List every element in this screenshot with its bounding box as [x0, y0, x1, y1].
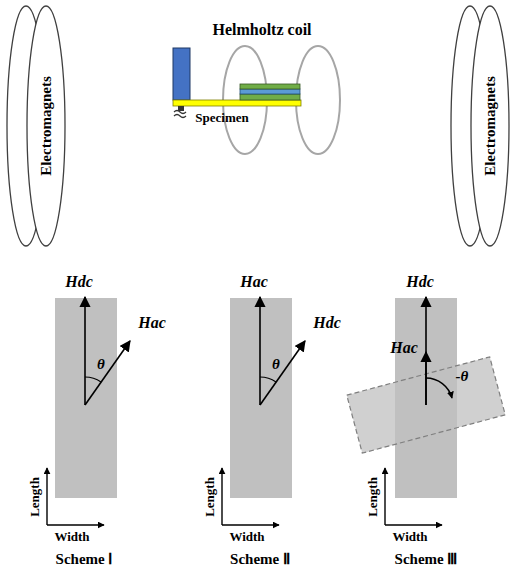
axis-label: Width: [392, 530, 427, 544]
scheme-label: Scheme Ⅰ: [56, 551, 113, 568]
axis-label: Length: [203, 477, 217, 517]
axis-label: Length: [28, 477, 42, 517]
electromagnet-disc: Electromagnets: [448, 4, 514, 248]
field-label: Hac: [390, 339, 418, 357]
scheme-label: Scheme Ⅱ: [230, 551, 290, 568]
scheme-label: Scheme Ⅲ: [395, 551, 458, 568]
disc-outline: [448, 4, 514, 248]
angle-symbol: -θ: [456, 368, 469, 385]
scheme-two: [222, 297, 305, 525]
field-label: Hac: [138, 314, 166, 332]
magnet-label: Electromagnets: [38, 76, 55, 176]
field-label: Hdc: [406, 273, 434, 291]
angle-symbol: θ: [272, 356, 280, 373]
specimen-label: Specimen: [195, 111, 248, 125]
axis-label: Width: [54, 530, 89, 544]
electromagnet-disc: Electromagnets: [4, 4, 70, 248]
scheme-three: [347, 297, 505, 525]
magnet-label: Electromagnets: [482, 76, 499, 176]
device-name: Helmholtz coil: [212, 21, 311, 39]
axis-label: Width: [229, 530, 264, 544]
disc-outline: [4, 4, 70, 248]
angle-symbol: θ: [97, 356, 105, 373]
field-label: Hac: [240, 273, 268, 291]
specimen-holder: [173, 48, 301, 118]
field-label: Hdc: [313, 314, 341, 332]
scheme-one: [47, 297, 130, 525]
field-label: Hdc: [65, 273, 93, 291]
helmholtz-coil: [223, 46, 340, 154]
axis-label: Length: [366, 477, 380, 517]
